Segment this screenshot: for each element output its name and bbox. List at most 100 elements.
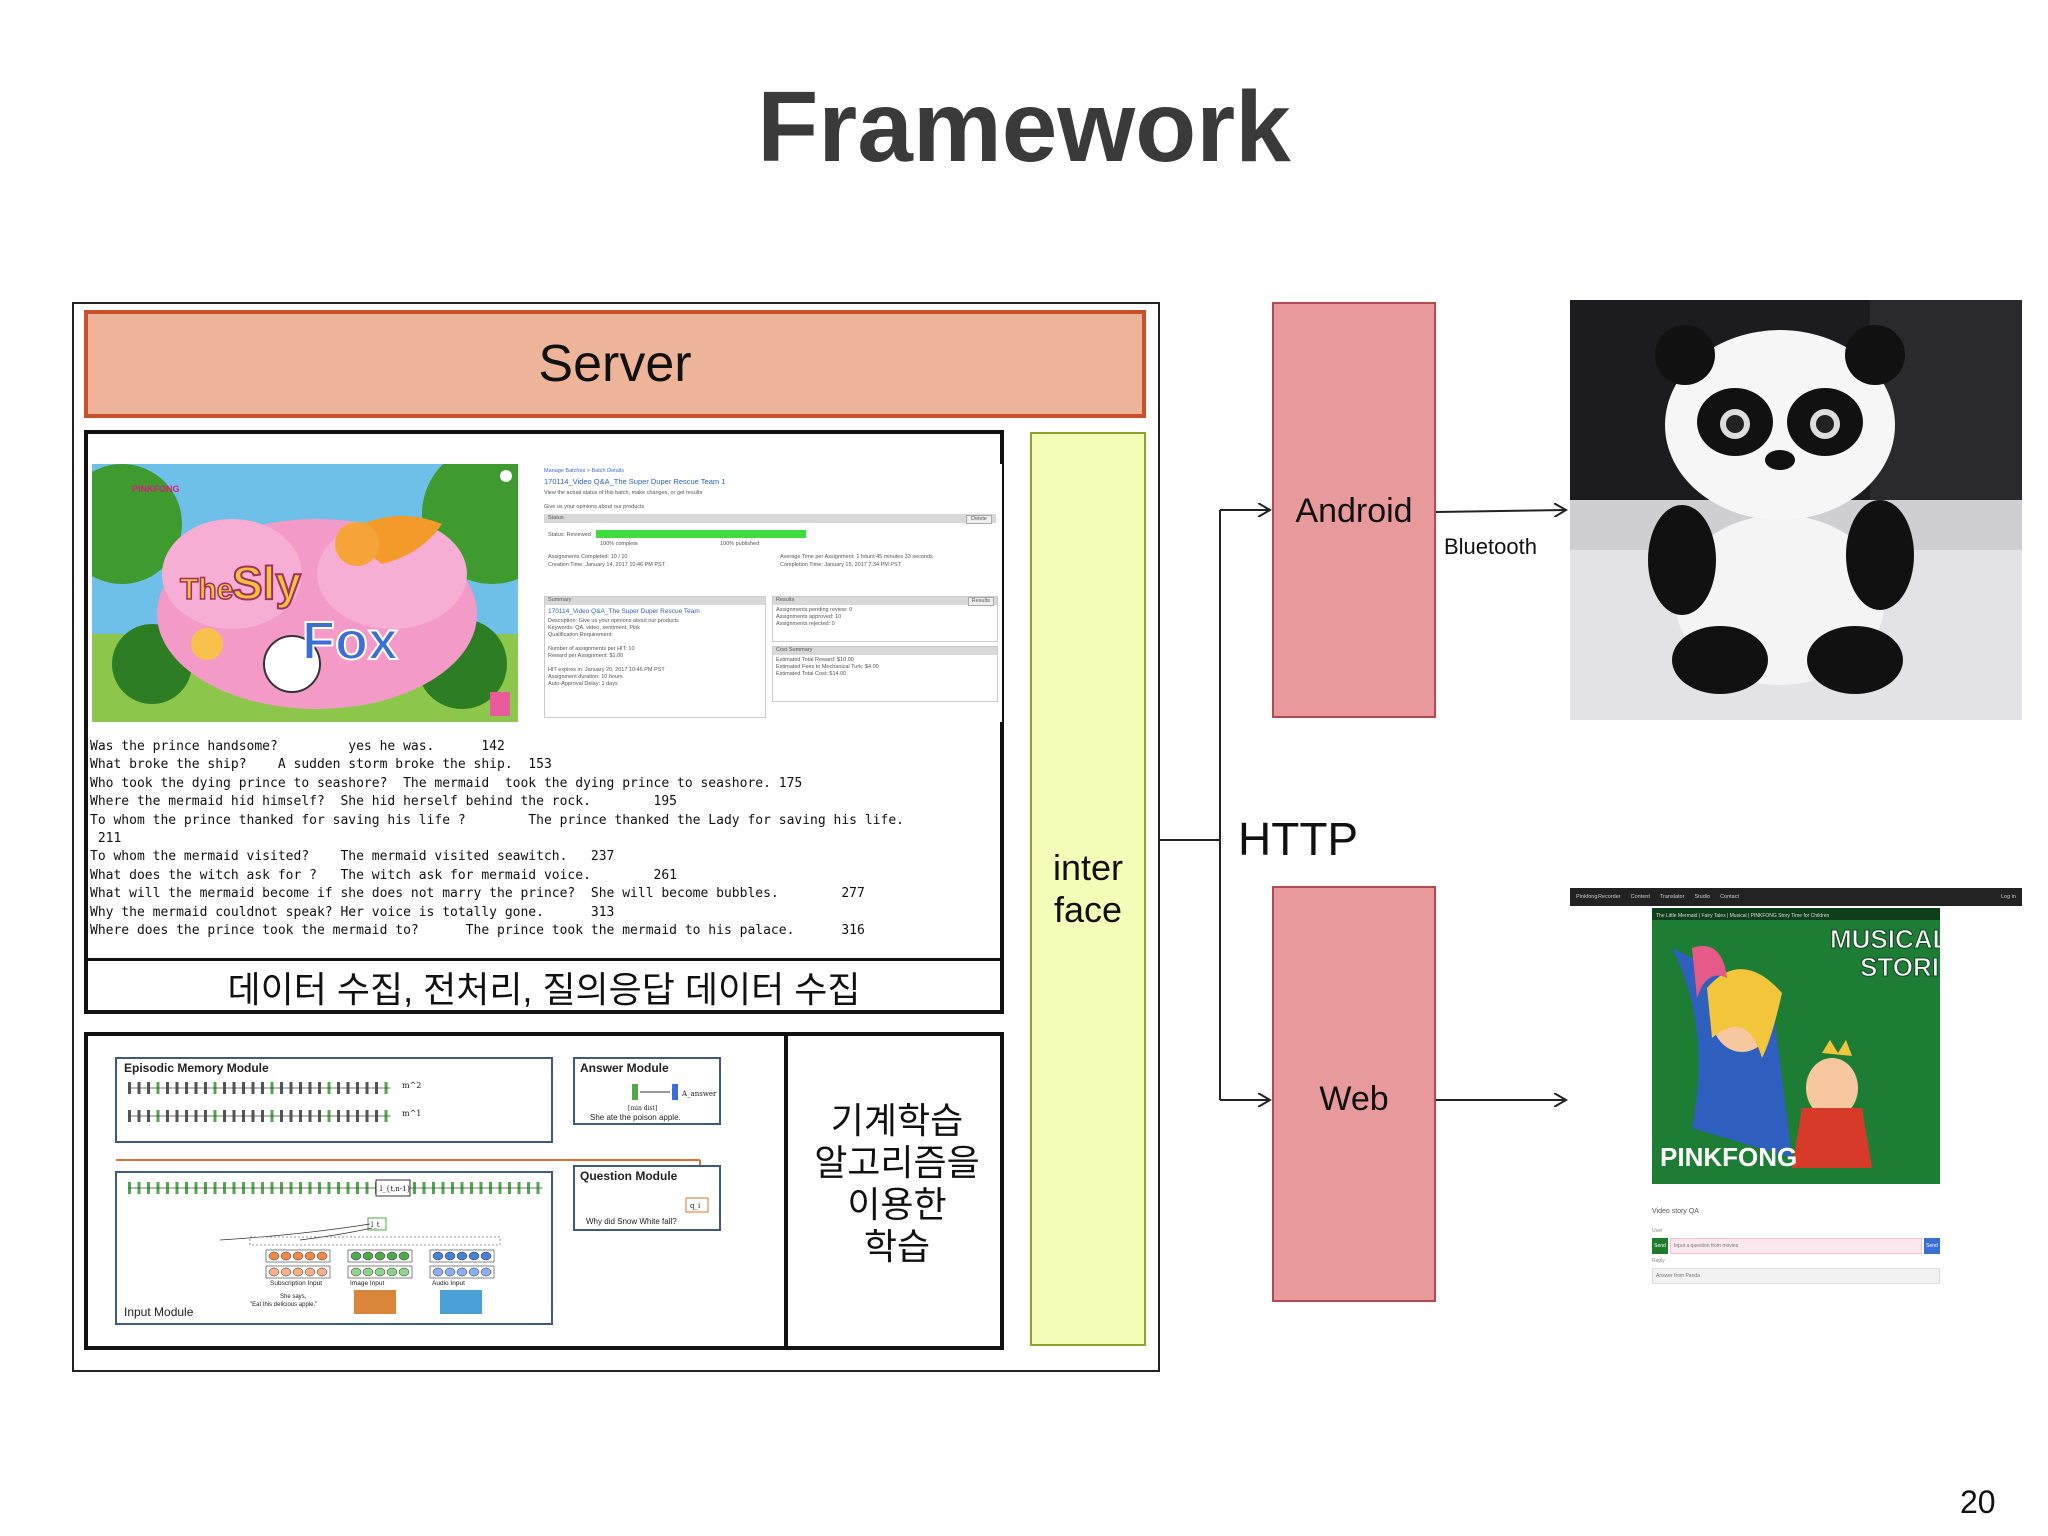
encoder-node bbox=[444, 1251, 456, 1261]
qa-line: 211 bbox=[90, 831, 122, 847]
mturk-results-button[interactable]: Results bbox=[967, 597, 994, 606]
memory-row-bottom bbox=[128, 1110, 391, 1122]
input-module-label: Input Module bbox=[124, 1305, 194, 1319]
mturk-project-title: 170114_Video Q&A_The Super Duper Rescue … bbox=[548, 608, 700, 615]
mturk-project-line: Description: Give us your opinions about… bbox=[548, 618, 679, 624]
mturk-bar-caption-right: 100% published bbox=[720, 541, 760, 547]
quote-line-1: She says, bbox=[280, 1294, 307, 1300]
data-collection-caption: 데이터 수집, 전처리, 질의응답 데이터 수집 bbox=[88, 958, 1000, 1012]
data-caption-text: 데이터 수집, 전처리, 질의응답 데이터 수집 bbox=[227, 968, 861, 1010]
web-nav-login[interactable]: Log in bbox=[2001, 894, 2016, 900]
interface-label-line: face bbox=[1053, 889, 1123, 930]
brand-text: PINKFONG bbox=[132, 484, 180, 494]
panda-robot-photo bbox=[1570, 300, 2022, 720]
mturk-results-header: Results bbox=[776, 597, 795, 603]
encoder-node bbox=[350, 1251, 362, 1261]
encoder-node bbox=[444, 1267, 456, 1277]
qa-line: To whom the mermaid visited? The mermaid… bbox=[90, 849, 615, 865]
encoder-node bbox=[280, 1267, 292, 1277]
musical-stories-art: The Little Mermaid | Fairy Tales | Music… bbox=[1652, 908, 1974, 1184]
input-module-box bbox=[115, 1171, 553, 1325]
encoder-node bbox=[456, 1267, 468, 1277]
android-label: Android bbox=[1295, 492, 1413, 530]
web-reply-label: Reply bbox=[1652, 1258, 1665, 1264]
mturk-left-line-2: Creation Time: January 14, 2017 10:46 PM… bbox=[548, 562, 666, 568]
http-label: HTTP bbox=[1238, 813, 1359, 865]
mturk-project-line: Number of assignments per HIT: 10 bbox=[548, 646, 635, 652]
image-label: Image Input bbox=[350, 1280, 385, 1287]
page-number: 20 bbox=[1960, 1484, 1996, 1520]
web-answer-field[interactable] bbox=[1652, 1268, 1940, 1284]
ml-training-box bbox=[84, 1032, 1004, 1350]
mturk-progress-fill bbox=[596, 530, 806, 538]
input-row bbox=[128, 1182, 543, 1194]
arrow-android-to-robot bbox=[1435, 510, 1566, 512]
title-word-3: Fox bbox=[302, 611, 398, 671]
mturk-section-title: Give us your opinions about our products bbox=[544, 504, 645, 510]
encoder-node bbox=[316, 1267, 328, 1277]
encoder-node bbox=[268, 1251, 280, 1261]
encoder-node bbox=[398, 1251, 410, 1261]
web-label: Web bbox=[1319, 1080, 1389, 1118]
ml-caption-line: 알고리즘을 bbox=[814, 1142, 980, 1183]
interface-label-line: inter bbox=[1052, 847, 1124, 888]
mturk-results-line: Assignments approved: 10 bbox=[776, 614, 842, 620]
web-nav-item[interactable]: Contact bbox=[1720, 894, 1740, 900]
qa-line: Where does the prince took the mermaid t… bbox=[90, 923, 865, 939]
web-nav-item[interactable]: Recorder bbox=[1598, 894, 1621, 900]
mturk-project-line bbox=[548, 639, 762, 646]
web-section-label: Video story QA bbox=[1652, 1208, 1699, 1215]
encoder-node bbox=[432, 1251, 444, 1261]
encoder-node bbox=[386, 1267, 398, 1277]
data-collection-box bbox=[84, 430, 1004, 1014]
web-nav-item[interactable]: Content bbox=[1630, 894, 1650, 900]
web-nav-item[interactable]: Translator bbox=[1659, 894, 1685, 900]
qa-line: To whom the prince thanked for saving hi… bbox=[90, 812, 904, 828]
encoder-node bbox=[480, 1267, 492, 1277]
web-video-player[interactable]: The Little Mermaid | Fairy Tales | Music… bbox=[1652, 908, 1974, 1184]
web-question-input[interactable] bbox=[1670, 1238, 1922, 1254]
web-nav-brand[interactable]: Pinkfong bbox=[1576, 894, 1598, 900]
web-app-screenshot: Pinkfong Recorder Content Translator Studio… bbox=[1570, 888, 2022, 1308]
mturk-status-row: Status: Reviewed bbox=[548, 532, 591, 538]
web-send-right-button[interactable]: Send bbox=[1924, 1238, 1940, 1254]
question-label: Question Module bbox=[580, 1169, 678, 1183]
audio-label: Audio Input bbox=[432, 1280, 465, 1287]
mturk-breadcrumb: Manage Batches > Batch Details bbox=[544, 468, 624, 474]
encoder-node bbox=[374, 1267, 386, 1277]
answer-module-box bbox=[573, 1057, 721, 1125]
mturk-left-line-1: Assignments Completed: 10 / 10 bbox=[548, 554, 628, 560]
fox-thumbnail-art: PINKFONG The Sly Fox bbox=[92, 464, 518, 722]
mturk-batch-screenshot: Manage Batches > Batch Details 170114_Vi… bbox=[540, 464, 1002, 722]
answer-label: Answer Module bbox=[580, 1061, 669, 1075]
mturk-right-line-1: Average Time per Assignment: 1 hours 45 … bbox=[780, 554, 933, 560]
ml-caption-line: 기계학습 bbox=[830, 1100, 964, 1141]
encoder-node bbox=[350, 1267, 362, 1277]
mturk-right-line-2: Completion Time: January 15, 2017 7:34 P… bbox=[780, 562, 902, 568]
encoder-node bbox=[292, 1251, 304, 1261]
server-label: Server bbox=[538, 335, 692, 393]
mturk-project-line bbox=[548, 660, 762, 667]
slide-title: Framework bbox=[757, 71, 1291, 183]
web-nav-item[interactable]: Studio bbox=[1694, 894, 1711, 900]
web-send-left-button[interactable]: Send bbox=[1652, 1238, 1668, 1254]
fox-video-thumbnail: PINKFONG The Sly Fox bbox=[92, 464, 518, 722]
subscription-label: Subscription Input bbox=[270, 1280, 322, 1287]
memory-row-top bbox=[128, 1082, 391, 1094]
encoder-node bbox=[362, 1251, 374, 1261]
ml-caption-line: 학습 bbox=[863, 1226, 931, 1267]
memory-bottom-label: m^1 bbox=[402, 1109, 421, 1118]
qa-line: Where the mermaid hid himself? She hid h… bbox=[90, 794, 677, 810]
web-user-label: User bbox=[1652, 1228, 1663, 1234]
answer-sub: A_answer bbox=[681, 1090, 717, 1098]
memory-top-label: m^2 bbox=[402, 1081, 421, 1090]
mturk-project-line: HIT expires in: January 20, 2017 10:46 P… bbox=[548, 667, 665, 673]
loop-label: l_{t,n-1} bbox=[380, 1185, 411, 1193]
web-nav-items: Recorder Content Translator Studio Contact bbox=[1598, 888, 1749, 906]
mturk-cost-line: Estimated Fees to Mechanical Turk: $4.00 bbox=[776, 664, 879, 670]
mturk-delete-button[interactable]: Delete bbox=[966, 515, 992, 524]
encoder-node bbox=[374, 1251, 386, 1261]
web-brand: PINKFONG bbox=[1660, 1142, 1797, 1172]
